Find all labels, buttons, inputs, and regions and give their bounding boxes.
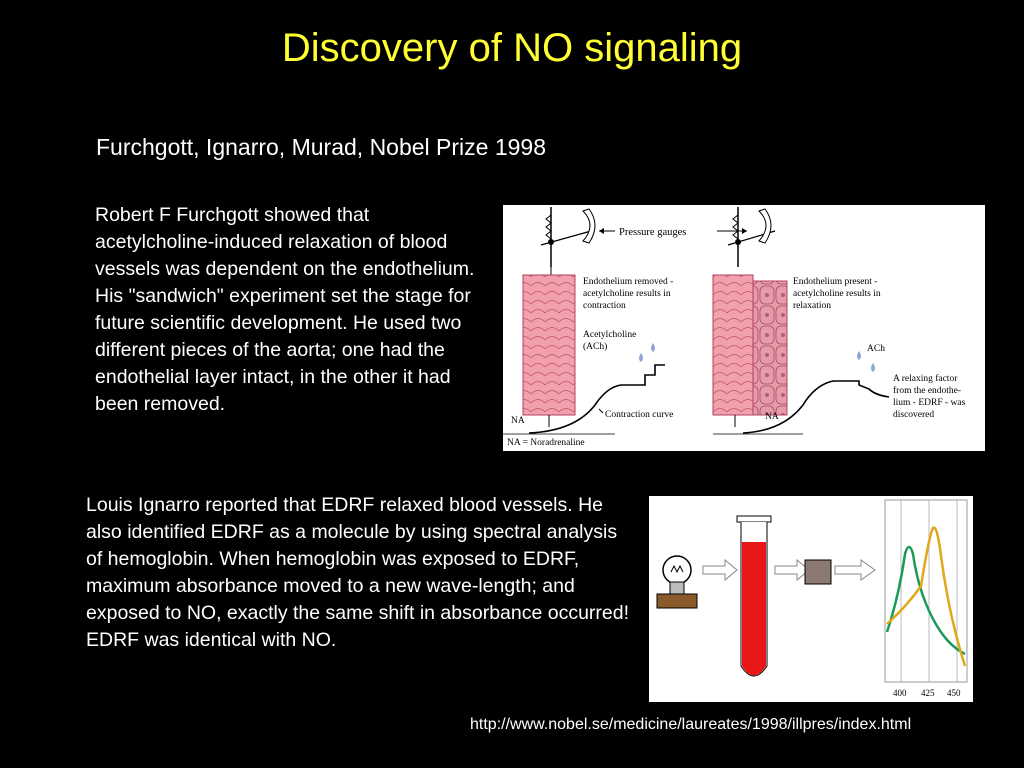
yellow-spectrum-curve — [886, 526, 967, 667]
light-bulb-icon — [656, 555, 698, 609]
absorbance-plot: 400 425 450 — [884, 499, 968, 698]
furchgott-experiment-figure: Pressure gauges Endothelium removed - ac… — [503, 205, 985, 451]
test-tube-icon — [736, 515, 772, 677]
edrf-label-2: from the endothe- — [893, 385, 961, 396]
endothelium-present-label-3: relaxation — [793, 301, 831, 311]
arrow-icon — [834, 559, 876, 581]
na-left-label: NA — [511, 416, 525, 426]
endothelium-present-label-1: Endothelium present - — [793, 277, 877, 287]
spectral-diagram: 400 425 450 — [656, 499, 968, 698]
acetylcholine-label-1: Acetylcholine — [583, 330, 636, 340]
slide-subtitle: Furchgott, Ignarro, Murad, Nobel Prize 1… — [96, 134, 547, 160]
furchgott-diagram: Pressure gauges Endothelium removed - ac… — [503, 207, 966, 448]
endothelium-removed-label-3: contraction — [583, 301, 626, 311]
tick-425: 425 — [921, 688, 935, 698]
green-spectrum-curve — [885, 545, 966, 656]
edrf-label-3: lium - EDRF - was — [893, 398, 966, 408]
edrf-label-4: discovered — [893, 410, 934, 420]
acetylcholine-label-2: (ACh) — [583, 341, 607, 352]
tick-450: 450 — [947, 688, 961, 698]
ignarro-paragraph: Louis Ignarro reported that EDRF relaxed… — [86, 494, 630, 651]
furchgott-paragraph: Robert F Furchgott showed that acetylcho… — [95, 204, 475, 415]
filter-icon — [804, 559, 832, 585]
tick-400: 400 — [893, 688, 907, 698]
endothelium-removed-label-2: acetylcholine results in — [583, 289, 671, 299]
ignarro-spectral-figure: 400 425 450 — [649, 496, 973, 702]
endothelium-present-label-2: acetylcholine results in — [793, 289, 881, 299]
endothelium-removed-label-1: Endothelium removed - — [583, 277, 673, 287]
arrow-icon — [702, 558, 738, 582]
right-apparatus — [712, 207, 788, 427]
source-url: http://www.nobel.se/medicine/laureates/1… — [470, 716, 912, 733]
contraction-curve-label: Contraction curve — [605, 410, 673, 420]
slide-title: Discovery of NO signaling — [281, 26, 743, 70]
na-legend-label: NA = Noradrenaline — [507, 438, 585, 448]
pressure-gauges-label: Pressure gauges — [619, 227, 686, 238]
arrow-icon — [774, 558, 810, 582]
left-apparatus — [522, 207, 596, 427]
edrf-label-1: A relaxing factor — [893, 373, 958, 384]
ach-right-label: ACh — [867, 344, 885, 354]
na-right-label: NA — [765, 412, 779, 422]
